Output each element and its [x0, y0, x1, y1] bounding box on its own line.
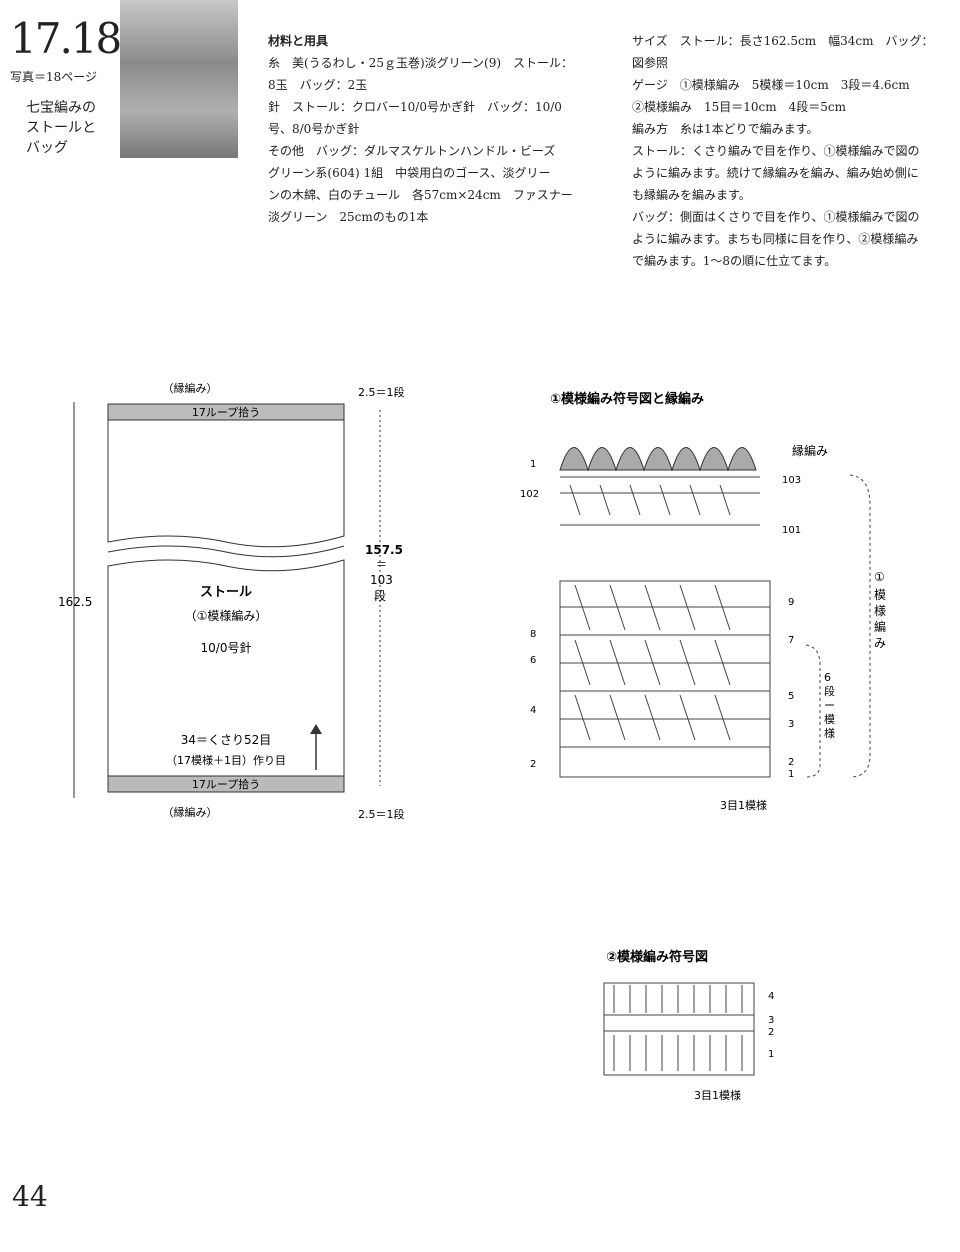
specs-line: バッグ：側面はくさりで目を作り、①模様編みで図の: [632, 210, 920, 224]
body-length: 157.5: [365, 543, 403, 557]
svg-text:み: み: [874, 636, 886, 650]
row-label: 3: [788, 719, 794, 730]
top-loop-label: 17ループ拾う: [192, 405, 260, 419]
stole-upper-body: [107, 420, 345, 548]
materials-line: その他 バッグ：ダルマスケルトンハンドル・ビーズ: [268, 144, 556, 158]
svg-text:様: 様: [824, 726, 835, 740]
materials-line: グリーン系(604) 1組 中袋用白のゴース、淡グリー: [268, 166, 551, 180]
materials-line: 8玉 バッグ：2玉: [268, 78, 368, 92]
materials-line: 号、8/0号かぎ針: [268, 122, 360, 136]
row-label: 6: [530, 655, 536, 666]
bottom-loop-label: 17ループ拾う: [192, 777, 260, 791]
cast-on-line-1: 34＝くさり52目: [181, 733, 272, 747]
row-label: 2: [788, 757, 794, 768]
photo-reference: 写真＝18ページ: [10, 70, 98, 84]
row-label: 1: [768, 1049, 774, 1060]
svg-text:編: 編: [874, 619, 886, 634]
pattern-number: 17.18: [10, 14, 122, 63]
specs-line: ストール：くさり編みで目を作り、①模様編みで図の: [632, 144, 920, 158]
materials-section: 材料と用具 糸 美(うるわし・25ｇ玉巻)淡グリーン(9) ストール： 8玉 バ…: [268, 30, 603, 228]
chart2-repeat-label: 3目1模様: [694, 1088, 741, 1102]
row-label: 2: [768, 1027, 774, 1038]
specs-line: ように編みます。まちも同様に目を作り、②模様編み: [632, 232, 919, 246]
svg-text:段: 段: [824, 684, 835, 698]
specs-section: サイズ ストール：長さ162.5cm 幅34cm バッグ： 図参照 ゲージ ①模…: [632, 30, 960, 272]
subtitle-line: バッグ: [26, 140, 68, 156]
chart1-repeat-label: 3目1模様: [720, 798, 767, 812]
stole-schematic: 162.5 17ループ拾う （縁編み） ストール （①模様編み） 10/0号針 …: [58, 381, 405, 821]
body-rows-unit: 段: [374, 588, 386, 603]
materials-line: 淡グリーン 25cmのもの1本: [268, 210, 429, 224]
bottom-edge-label: （縁編み）: [163, 805, 218, 819]
specs-line: 編み方 糸は1本どりで編みます。: [632, 122, 819, 136]
row-label: 1: [530, 459, 536, 470]
chart1-top-rows: [560, 476, 760, 526]
row-label: 7: [788, 635, 794, 646]
svg-text:様: 様: [874, 604, 886, 618]
total-length-label: 162.5: [58, 595, 92, 609]
edge-label: 縁編み: [792, 443, 828, 458]
row-label: 8: [530, 629, 536, 640]
svg-text:6: 6: [824, 671, 831, 684]
stole-name: ストール: [200, 585, 252, 600]
top-edge-height: 2.5＝1段: [358, 385, 405, 399]
top-edge-band: [107, 403, 345, 421]
row-label: 5: [788, 691, 794, 702]
top-edge-label: （縁編み）: [163, 381, 218, 395]
specs-line: 図参照: [632, 56, 669, 70]
stole-break-line: [107, 545, 345, 558]
specs-line: サイズ ストール：長さ162.5cm 幅34cm バッグ：: [632, 34, 934, 48]
row-label: 3: [768, 1015, 774, 1026]
chart1-main-block: [559, 580, 771, 778]
model-photo: [120, 0, 238, 158]
chart1-title: ①模様編み符号図と縁編み: [550, 391, 704, 407]
row-repeat-bracket: [805, 644, 821, 778]
row-label: 4: [530, 705, 536, 716]
pattern-chart-1: ①模様編み符号図と縁編み 縁編み 1 102 103 101 9 8 7 6 5…: [520, 391, 886, 812]
materials-line: 糸 美(うるわし・25ｇ玉巻)淡グリーン(9) ストール：: [268, 56, 574, 70]
row-label: 2: [530, 759, 536, 770]
materials-heading: 材料と用具: [268, 34, 329, 48]
specs-line: ②模様編み 15目＝10cm 4段＝5cm: [632, 100, 847, 114]
pattern-subtitle: 七宝編みの ストールと バッグ: [26, 98, 121, 158]
chart2-grid: [603, 982, 755, 1076]
specs-line: ゲージ ①模様編み 5模様＝10cm 3段＝4.6cm: [632, 78, 910, 92]
specs-line: も縁編みを編みます。: [632, 188, 751, 202]
row-label: 1: [788, 769, 794, 780]
svg-text:模: 模: [874, 588, 886, 602]
cast-on-line-2: （17模様＋1目）作り目: [166, 753, 286, 767]
subtitle-line: ストールと: [26, 120, 96, 136]
row-label: 103: [782, 475, 801, 486]
scallop-edge: [559, 447, 757, 472]
body-rows: 103: [370, 573, 393, 587]
specs-line: で編みます。1～8の順に仕立てます。: [632, 254, 837, 268]
chart2-title: ②模様編み符号図: [606, 949, 708, 965]
svg-text:①: ①: [874, 570, 885, 584]
body-length-eq: ＝: [376, 558, 387, 571]
row-repeat-label: 6 段 ー 模 様: [824, 671, 835, 740]
bottom-edge-band: [107, 775, 345, 793]
stole-needle: 10/0号針: [201, 640, 252, 655]
row-label: 101: [782, 525, 801, 536]
materials-line: 針 ストール：クロバー10/0号かぎ針 バッグ：10/0: [268, 100, 562, 114]
svg-text:模: 模: [824, 713, 835, 726]
bottom-edge-height: 2.5＝1段: [358, 807, 405, 821]
row-label: 9: [788, 597, 794, 608]
specs-line: ように編みます。続けて縁編みを編み、編み始め側に: [632, 166, 919, 180]
pattern-bracket: [849, 474, 871, 778]
page-number: 44: [12, 1180, 48, 1213]
stole-lower-body: [107, 559, 345, 777]
subtitle-line: 七宝編みの: [26, 100, 96, 116]
stole-pattern: （①模様編み）: [185, 608, 268, 623]
row-label: 4: [768, 991, 774, 1002]
svg-text:ー: ー: [824, 699, 835, 712]
pattern-vertical-label: ① 模 様 編 み: [874, 570, 886, 650]
row-label: 102: [520, 489, 539, 500]
materials-line: ンの木綿、白のチュール 各57cm×24cm ファスナー: [268, 188, 573, 202]
pattern-chart-2: ②模様編み符号図 4 3 2 1 3目1模様: [603, 949, 774, 1102]
arrow-head-icon: [310, 724, 322, 734]
